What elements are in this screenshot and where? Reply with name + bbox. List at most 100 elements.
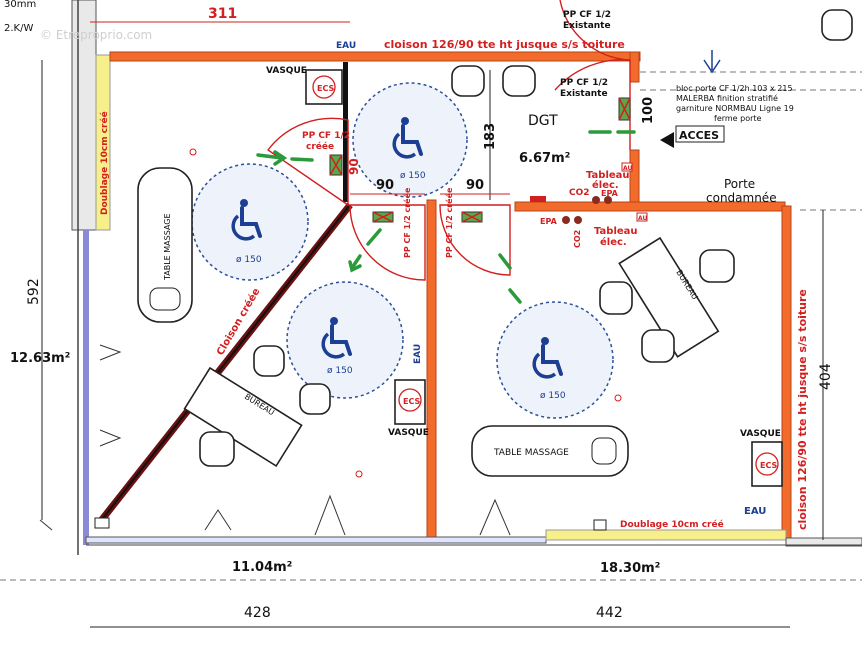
sink-icon: ECS [305, 69, 343, 105]
acces-arrow-icon [660, 132, 674, 148]
dgt-wall-lower [629, 149, 640, 211]
au-label-2: AU [638, 215, 647, 222]
dim-90a: 90 [347, 158, 361, 175]
table-massage-label: TABLE MASSAGE [493, 448, 569, 458]
acces-label: ACCES [679, 129, 719, 142]
pp-creee-b: créée [306, 141, 334, 152]
eau-right-label: EAU [744, 506, 766, 517]
top-wall [109, 51, 641, 62]
pp-creee-a: PP CF 1/2 [302, 131, 350, 141]
entry-arrow-icon [703, 50, 721, 74]
right-wall [781, 205, 792, 541]
dgt-area: 6.67m² [519, 151, 570, 166]
water-heater-label: ECS [317, 84, 334, 93]
water-heater-label: ECS [403, 397, 420, 406]
doublage-bottom-strip [545, 529, 787, 541]
tableau-1b: élec. [592, 179, 619, 191]
detector-marker [189, 148, 197, 156]
opening-marker [99, 344, 122, 361]
door-swing-left [266, 117, 349, 207]
tableau-2b: élec. [600, 236, 627, 248]
top-left-text-2: 2.K/W [4, 23, 33, 34]
table-massage-right: TABLE MASSAGE [471, 425, 629, 477]
door-swing-top [559, 0, 631, 61]
chair-icon [821, 9, 853, 41]
wheelchair-icon [392, 117, 423, 159]
dim-442: 442 [596, 605, 623, 621]
right-room-area: 18.30m² [600, 561, 660, 576]
door-swing-mid [439, 204, 511, 276]
pp-existante-2b: Existante [560, 89, 608, 99]
arrow-icon [256, 153, 284, 160]
dim-592: 592 [26, 278, 42, 305]
co2-label-2: CO2 [573, 230, 582, 248]
dim-428: 428 [244, 605, 271, 621]
wheelchair-icon [231, 199, 262, 241]
dgt-wall-top [629, 51, 640, 83]
cloison-top-label: cloison 126/90 tte ht jusque s/s toiture [384, 38, 625, 51]
fire-door-marker [618, 97, 631, 121]
extinguisher-icon [530, 162, 648, 224]
pp-vertical-1: PP CF 1/2 créée [402, 187, 412, 258]
dim-90b: 90 [376, 178, 394, 193]
vasque-label-3: VASQUE [740, 429, 781, 439]
left-exterior-wall [71, 0, 97, 231]
arrow-icon [348, 260, 362, 273]
dim-311: 311 [208, 6, 237, 22]
eau-mid-label: EAU [413, 344, 423, 364]
fire-door-marker [372, 211, 394, 223]
eau-top-label: EAU [336, 41, 356, 51]
top-left-text-1: 30mm [4, 0, 36, 10]
cloison-right-label: cloison 126/90 tte ht jusque s/s toiture [796, 289, 809, 530]
vasque-label-1: VASQUE [266, 66, 307, 76]
fixture-marker [593, 519, 607, 531]
opening-marker [99, 429, 122, 447]
au-label-1: AU [623, 165, 632, 172]
chair-icon [451, 65, 485, 97]
opening-marker [39, 519, 53, 531]
arrow-icon [273, 150, 288, 166]
chair-icon [699, 249, 735, 283]
co2-label-1: CO2 [569, 188, 590, 198]
bloc-porte-line-4: ferme porte [714, 114, 762, 123]
bloc-porte-line-2: MALERBA finition stratifié [676, 93, 778, 103]
chair-icon [299, 383, 331, 415]
arrow-icon [498, 253, 512, 270]
arrow-icon [290, 157, 314, 162]
wheelchair-icon [321, 317, 352, 359]
chair-icon [199, 431, 235, 467]
dim-100: 100 [641, 97, 656, 124]
tableau-1a: Tableau [586, 170, 630, 181]
tableau-2a: Tableau [594, 226, 638, 237]
arrow-icon [508, 288, 522, 304]
opening-marker [479, 498, 511, 536]
vasque-partition [343, 62, 348, 202]
dim-90c: 90 [466, 178, 484, 193]
dim-183: 183 [483, 123, 498, 150]
table-massage-left: TABLE MASSAGE [137, 167, 193, 323]
pp-vertical-2: PP CF 1/2 créée [444, 187, 454, 258]
circle-diameter-label: ø 150 [327, 366, 353, 376]
epa-label-2: EPA [540, 217, 558, 226]
acces-box [675, 125, 725, 143]
detector-marker [614, 394, 622, 402]
chair-icon [599, 281, 633, 315]
porte-condamnee-2: condamnée [706, 191, 777, 205]
left-room-area: 12.63m² [10, 351, 70, 366]
chair-icon [641, 329, 675, 363]
chair-icon [502, 65, 536, 97]
bloc-porte-line-3: garniture NORMBAU Ligne 19 [676, 104, 794, 113]
circle-diameter-label: ø 150 [540, 391, 566, 401]
dgt-label: DGT [528, 113, 558, 129]
epa-label-1: EPA [601, 189, 619, 198]
vasque-label-2: VASQUE [388, 428, 429, 438]
fixture-marker [94, 517, 110, 529]
dim-404: 404 [818, 363, 834, 390]
fire-door-marker [461, 211, 483, 223]
opening-marker [314, 494, 346, 536]
table-massage-label: TABLE MASSAGE [163, 213, 172, 281]
circle-diameter-label: ø 150 [236, 255, 262, 265]
bloc-porte-line-1: bloc porte CF 1/2h 103 x 215 [676, 84, 793, 93]
fire-door-marker [329, 154, 343, 176]
doublage-bottom-label: Doublage 10cm créé [620, 519, 724, 530]
